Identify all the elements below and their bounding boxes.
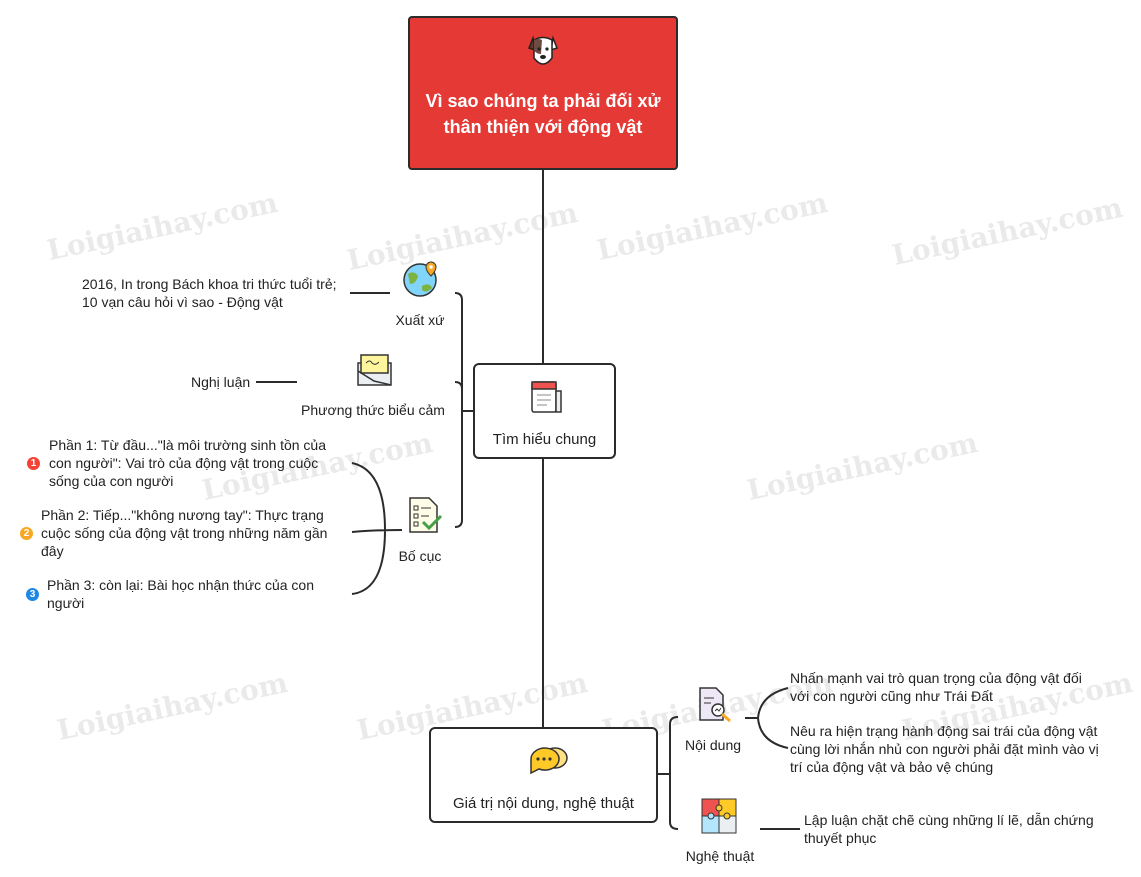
noi-dung-item-2: Nêu ra hiện trạng hành động sai trái của…	[790, 723, 1099, 775]
nghe-thuat-item: Lập luận chặt chẽ cùng những lí lẽ, dẫn …	[804, 812, 1094, 846]
branch-gia-tri[interactable]: Giá trị nội dung, nghệ thuật	[429, 727, 658, 823]
phuong-thuc-text: Nghị luận	[191, 374, 251, 390]
branch-label: Tìm hiểu chung	[492, 431, 597, 448]
envelope-letter-icon	[356, 351, 392, 392]
marker-1: 1	[27, 457, 40, 470]
xuat-xu-text: 2016, In trong Bách khoa tri thức tuổi t…	[82, 276, 337, 310]
nghe-thuat-label: Nghệ thuật	[685, 848, 755, 864]
bo-cuc-part-1: Phần 1: Từ đầu..."là môi trường sinh tồn…	[49, 437, 327, 489]
root-node[interactable]: Vì sao chúng ta phải đối xử thân thiện v…	[408, 16, 678, 170]
marker-2: 2	[20, 527, 33, 540]
phuong-thuc-label: Phương thức biểu cảm	[301, 402, 445, 418]
checklist-icon	[407, 496, 443, 539]
bo-cuc-part-2: Phần 2: Tiếp..."không nương tay": Thực t…	[41, 507, 328, 559]
xuat-xu-label: Xuất xứ	[395, 312, 445, 328]
noi-dung-label: Nội dung	[684, 737, 742, 753]
noi-dung-item-1: Nhấn mạnh vai trò quan trọng của động vậ…	[790, 670, 1082, 704]
branch-label: Giá trị nội dung, nghệ thuật	[453, 795, 634, 812]
bo-cuc-part-3: Phần 3: còn lại: Bài học nhận thức của c…	[47, 577, 314, 611]
root-title: Vì sao chúng ta phải đối xử thân thiện v…	[425, 91, 661, 137]
branch-tim-hieu-chung[interactable]: Tìm hiểu chung	[473, 363, 616, 459]
chat-bubbles-icon	[527, 745, 569, 782]
marker-3: 3	[26, 588, 39, 601]
dog-icon	[527, 32, 559, 77]
newspaper-icon	[529, 379, 563, 420]
globe-pin-icon	[402, 260, 440, 303]
bo-cuc-label: Bố cục	[398, 548, 442, 564]
document-search-icon	[698, 686, 734, 729]
puzzle-icon	[701, 798, 737, 839]
